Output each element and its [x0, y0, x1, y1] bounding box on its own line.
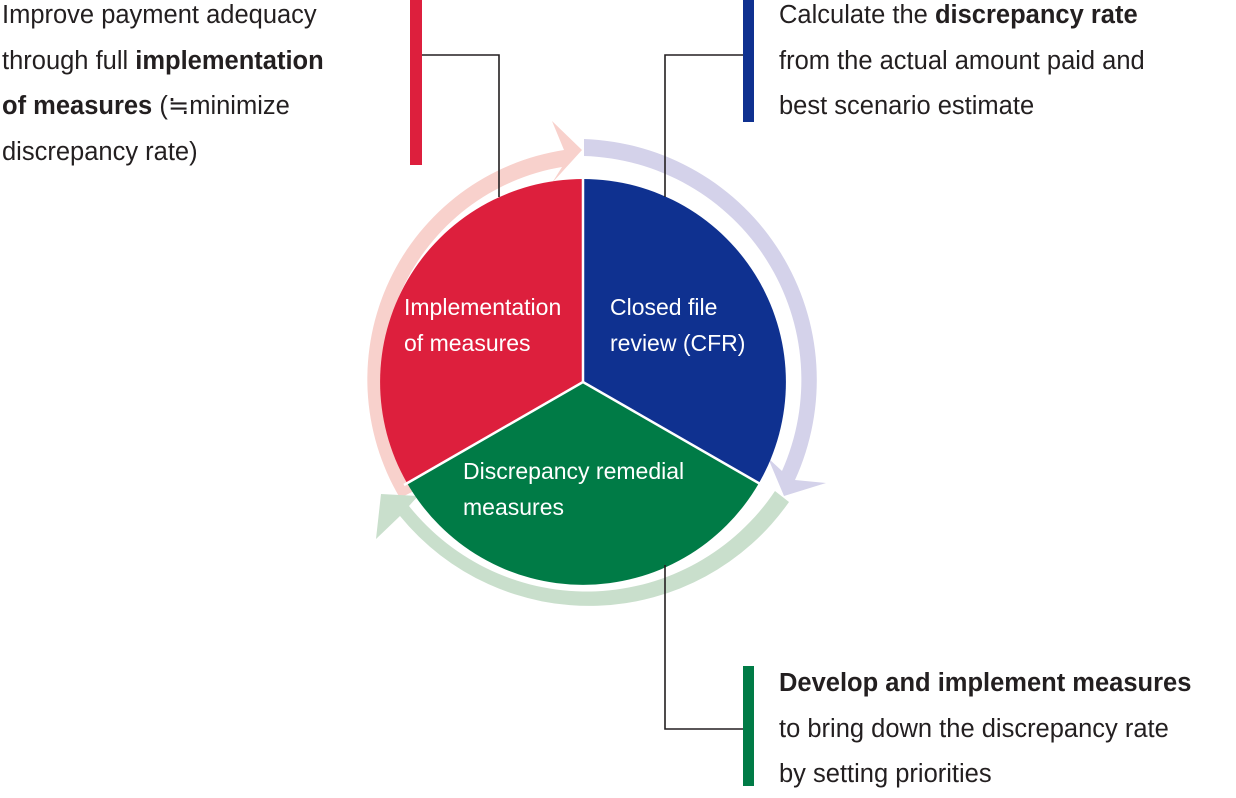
callout-top-left-line-3: of measures (≒minimize: [2, 84, 324, 130]
segment-implementation-label-1: Implementation: [404, 294, 561, 320]
callout-top-right: Calculate the discrepancy rate from the …: [779, 0, 1145, 130]
segment-cfr: [583, 179, 786, 483]
callout-top-right-line-1-bold: discrepancy rate: [934, 1, 1138, 29]
cycle-arrow-red: [367, 121, 582, 498]
connector-lines: [422, 54, 743, 730]
callout-top-left-line-1: Improve payment adequacy: [2, 1, 317, 29]
segment-implementation-label-2: of measures: [404, 330, 531, 356]
callout-top-left-line-2: through full implementation: [2, 39, 324, 85]
connector-bottom-right: [664, 565, 743, 730]
callout-top-right-line-1: Calculate the discrepancy rate: [779, 0, 1145, 39]
callout-bar-top-right: [743, 0, 754, 122]
segment-dividers: [403, 176, 763, 487]
callout-bar-bottom-right: [743, 666, 754, 786]
callout-bottom-right-line-1-bold: Develop and implement measures: [779, 669, 1192, 697]
callout-bottom-right-line-3: by setting priorities: [779, 760, 992, 788]
callout-top-left-line-3-bold: of measures: [2, 92, 153, 120]
cycle-arrow-blue: [584, 139, 826, 496]
callout-bottom-right-line-1: Develop and implement measures: [779, 661, 1191, 707]
segment-remedial-label-1: Discrepancy remedial: [463, 458, 684, 484]
cycle-arrow-green: [376, 491, 789, 606]
callout-top-right-line-3: best scenario estimate: [779, 92, 1035, 120]
segment-cfr-label-2: review (CFR): [610, 330, 745, 356]
callout-top-right-line-2: from the actual amount paid and: [779, 46, 1145, 75]
segment-remedial-label-2: measures: [463, 494, 564, 520]
callout-bottom-right: Develop and implement measures to bring …: [779, 661, 1191, 798]
callout-top-left-line-2-bold: implementation: [135, 46, 324, 75]
segment-implementation: [380, 179, 583, 483]
callout-top-left-line-4: discrepancy rate): [2, 137, 198, 166]
callout-top-left-line-2-plain: through full: [2, 46, 136, 75]
callout-top-left-line-3-plain: (≒minimize: [152, 92, 290, 120]
connector-top-left: [422, 54, 500, 197]
callout-bar-top-left: [410, 0, 422, 165]
callout-bottom-right-line-2: to bring down the discrepancy rate: [779, 714, 1169, 743]
segment-cfr-label-1: Closed file: [610, 294, 717, 320]
callout-top-right-line-1-plain: Calculate the: [779, 1, 935, 29]
callout-top-left: Improve payment adequacy through full im…: [2, 0, 324, 175]
connector-top-right: [664, 54, 743, 197]
